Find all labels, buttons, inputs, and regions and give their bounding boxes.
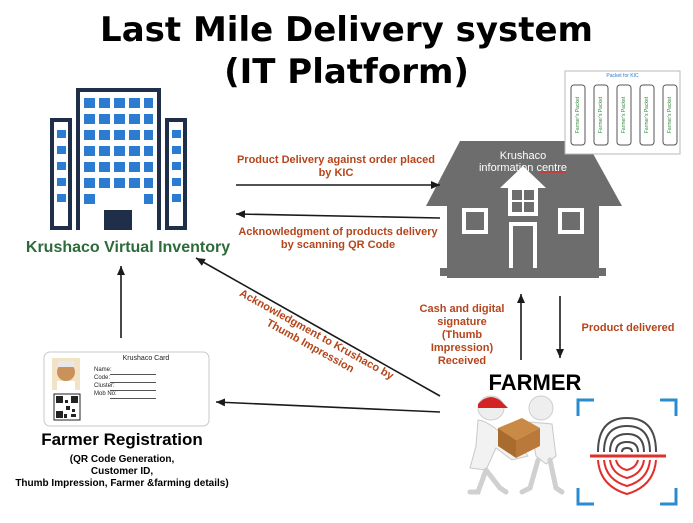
krushaco-card	[43, 351, 210, 427]
flow-cash-signature-label: Cash and digital signature (Thumb Impres…	[419, 303, 505, 367]
house-icon	[426, 141, 622, 278]
fingerprint-icon	[576, 398, 678, 506]
packet-slot-label: Farmer's Packet	[621, 96, 627, 134]
packet-box	[564, 70, 681, 155]
card-field-lines	[110, 367, 156, 399]
packet-slot-label: Farmer's Packet	[667, 96, 673, 134]
flow-product-delivered-label: Product delivered	[581, 322, 675, 334]
arrow-farmer-to-registration	[215, 398, 441, 413]
arrow-farmer-to-inventory	[195, 257, 441, 397]
registration-details: (QR Code Generation, Customer ID, Thumb …	[15, 454, 229, 489]
card-field: Name:	[94, 367, 112, 373]
title-line-1: Last Mile Delivery system	[100, 10, 593, 50]
office-building-icon	[50, 88, 187, 230]
packet-slot-label: Farmer's Packet	[598, 96, 604, 134]
farmer-label: FARMER	[488, 370, 582, 395]
inventory-label: Krushaco Virtual Inventory	[25, 239, 231, 256]
packet-title: Packet for KIC	[606, 73, 639, 79]
card-field: Mob No:	[94, 391, 117, 397]
delivery-person-icon	[467, 395, 565, 495]
flow-delivery-label: Product Delivery against order placed by…	[236, 154, 436, 179]
packet-slot-label: Farmer's Packet	[575, 96, 581, 134]
registration-title: Farmer Registration	[41, 430, 203, 449]
arrow-ack-to-inventory	[235, 210, 441, 219]
card-fields: Name: Code: Cluster: Mob No:	[94, 366, 117, 398]
card-title: Krushaco Card	[122, 355, 170, 362]
kic-label: Krushaco information centre	[478, 150, 568, 174]
card-field: Cluster:	[94, 383, 115, 389]
packet-slot-label: Farmer's Packet	[644, 96, 650, 134]
flow-ack-products-label: Acknowledgment of products delivery by s…	[238, 226, 438, 251]
title-line-2: (IT Platform)	[224, 52, 469, 92]
card-field: Code:	[94, 375, 111, 381]
